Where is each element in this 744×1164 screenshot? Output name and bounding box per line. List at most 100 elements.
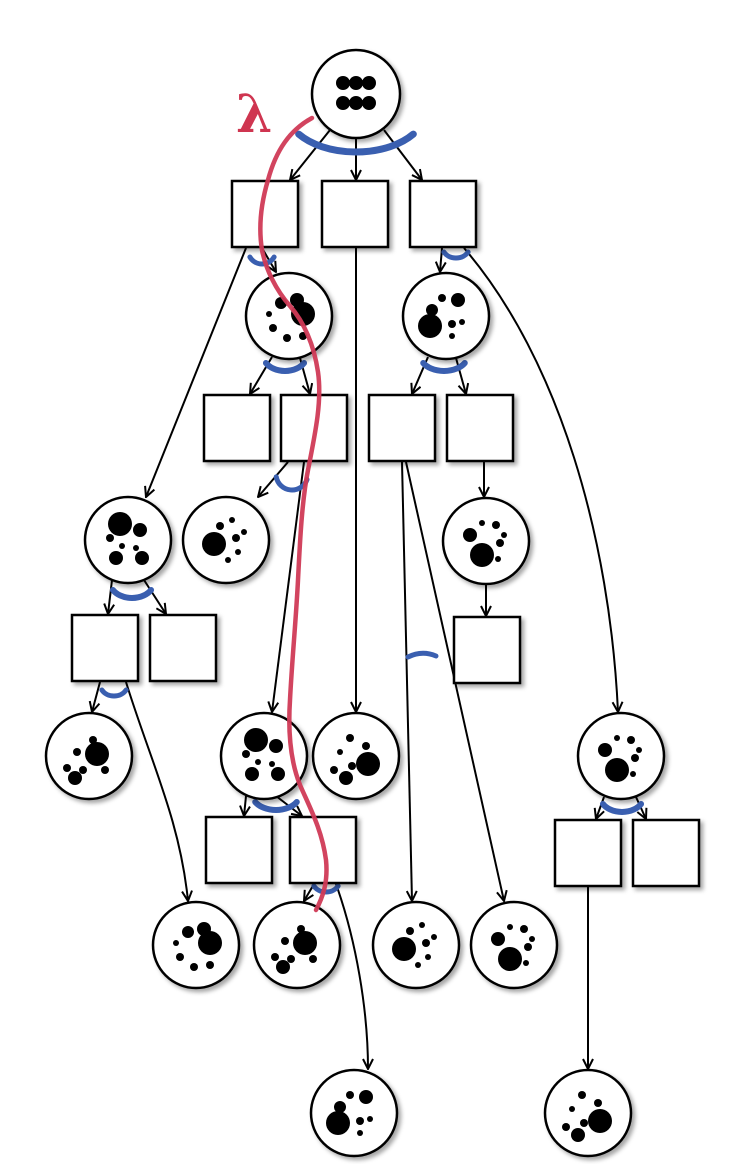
- state-dot: [431, 934, 437, 940]
- state-circle: [543, 1068, 633, 1158]
- state-dot: [202, 532, 226, 556]
- edge-21: [125, 681, 188, 901]
- state-dot: [636, 747, 642, 753]
- state-dot: [109, 551, 123, 565]
- state-dot: [498, 947, 522, 971]
- and-arc-9: [311, 883, 341, 895]
- state-circle: [219, 711, 309, 801]
- state-dot: [562, 1123, 570, 1131]
- state-dots-icon: [173, 922, 222, 971]
- state-dot: [507, 924, 513, 930]
- and-arc-dash: [405, 650, 439, 660]
- state-dot: [569, 1106, 575, 1112]
- and-arc-4: [420, 360, 468, 374]
- action-box-6: [445, 393, 515, 463]
- state-dot: [337, 749, 343, 755]
- state-dot: [425, 954, 431, 960]
- state-dot: [422, 939, 430, 947]
- state-dot: [79, 766, 87, 774]
- state-dot: [470, 543, 494, 567]
- state-dot: [244, 728, 268, 752]
- state-dot: [232, 534, 240, 542]
- state-dots-icon: [106, 512, 149, 565]
- state-dot: [266, 311, 272, 317]
- state-dot: [281, 937, 289, 945]
- state-circle: [311, 711, 401, 801]
- edges: [92, 129, 646, 1069]
- state-dot: [630, 771, 636, 777]
- edge-22: [244, 795, 246, 816]
- state-dot: [68, 771, 82, 785]
- state-dot: [501, 532, 507, 538]
- state-dot: [190, 963, 198, 971]
- edge-4: [146, 247, 247, 497]
- state-dot: [269, 739, 283, 753]
- state-dot: [206, 961, 214, 969]
- state-dot: [119, 543, 125, 549]
- state-dot: [326, 1111, 350, 1135]
- state-dot: [524, 943, 532, 951]
- state-dot: [367, 1116, 373, 1122]
- and-arc-10: [599, 801, 645, 815]
- state-node-14: [309, 1068, 399, 1158]
- edge-11: [455, 357, 466, 394]
- edge-13: [272, 461, 305, 712]
- state-dot: [459, 319, 465, 325]
- state-node-8: [311, 711, 401, 801]
- action-box-10: [204, 815, 274, 885]
- state-dot: [309, 955, 317, 963]
- and-arc-1: [247, 254, 277, 267]
- state-dots-icon: [598, 735, 642, 782]
- state-dot: [73, 748, 81, 756]
- state-dot: [614, 735, 620, 741]
- state-dot: [334, 1101, 346, 1113]
- edge-14: [401, 461, 412, 901]
- state-dot: [348, 762, 356, 770]
- state-dot: [580, 1119, 588, 1127]
- state-dot: [269, 324, 277, 332]
- state-dot: [346, 734, 354, 742]
- state-circle: [309, 1068, 399, 1158]
- state-node-12: [371, 900, 461, 990]
- state-circle: [151, 900, 241, 990]
- state-dot: [438, 294, 446, 302]
- state-dot: [241, 529, 247, 535]
- state-circle: [576, 711, 666, 801]
- state-dot: [176, 953, 184, 961]
- state-node-4: [181, 495, 271, 585]
- state-dot: [330, 766, 338, 774]
- edge-7: [463, 247, 618, 712]
- state-node-10: [151, 900, 241, 990]
- action-box-7: [70, 613, 140, 683]
- state-dot: [357, 1130, 363, 1136]
- state-dot: [463, 528, 477, 542]
- state-dots-icon: [562, 1091, 612, 1142]
- state-node-9: [576, 711, 666, 801]
- state-dot: [133, 545, 139, 551]
- state-dot: [362, 742, 370, 750]
- state-dot: [449, 333, 455, 339]
- state-dot: [356, 752, 380, 776]
- state-circle: [244, 271, 334, 361]
- state-dot: [89, 736, 97, 744]
- state-dots-icon: [463, 520, 507, 567]
- state-dot: [627, 736, 635, 744]
- action-box-13: [631, 818, 701, 888]
- and-arc-7: [99, 687, 129, 699]
- state-dot: [571, 1128, 585, 1142]
- state-dot: [336, 76, 350, 90]
- state-node-5: [441, 496, 531, 586]
- state-dot: [415, 962, 421, 968]
- state-dot: [578, 1091, 586, 1099]
- state-circle: [401, 271, 491, 361]
- state-dot: [255, 759, 261, 765]
- state-dot: [108, 512, 132, 536]
- state-circle: [441, 496, 531, 586]
- state-dot: [495, 556, 501, 562]
- state-node-2: [401, 271, 491, 361]
- state-circle: [310, 48, 402, 140]
- state-dot: [448, 320, 456, 328]
- state-dot: [271, 953, 279, 961]
- state-dot: [276, 960, 290, 974]
